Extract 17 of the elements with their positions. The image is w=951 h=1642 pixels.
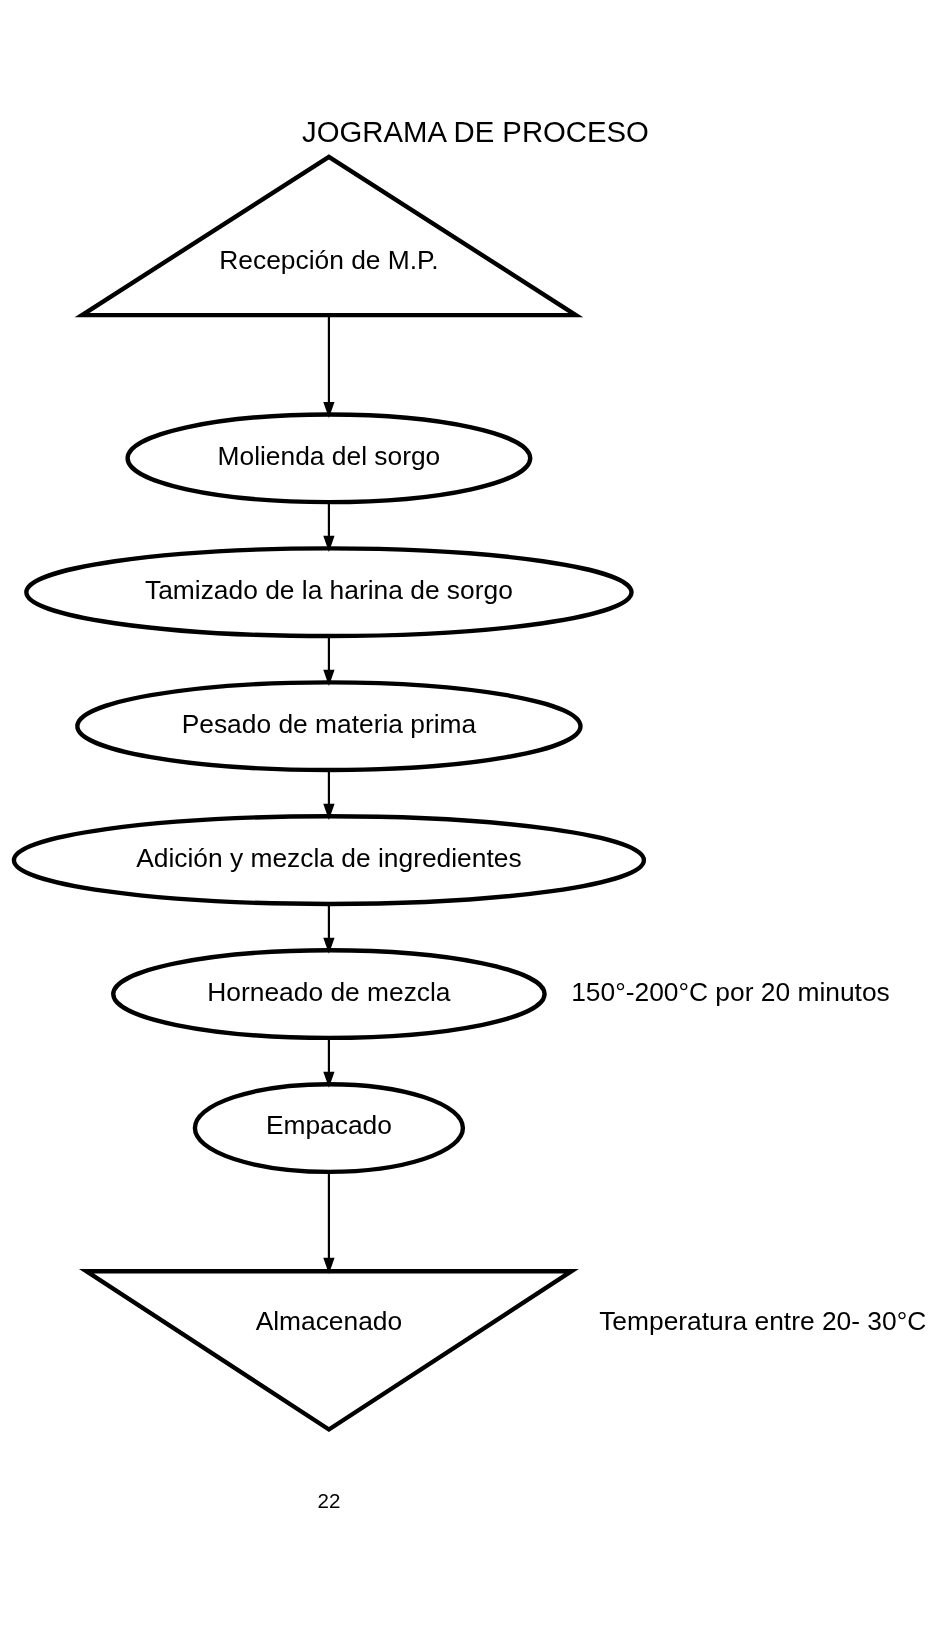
arrow: [323, 501, 335, 552]
label: 22: [317, 1489, 341, 1513]
arrow: [323, 1037, 335, 1088]
node-label: 150°-200°C por 20 minutos: [571, 976, 890, 1007]
arrow: [323, 635, 335, 686]
node-ellipse: Adición y mezcla de ingredientes: [11, 814, 647, 907]
node-ellipse: Horneado de mezcla: [111, 948, 547, 1041]
node-ellipse: Pesado de materia prima: [75, 680, 583, 773]
arrow: [323, 769, 335, 820]
arrow: [323, 315, 335, 419]
node-ellipse: Empacado: [192, 1082, 466, 1175]
node-ellipse: Tamizado de la harina de sorgo: [24, 546, 634, 639]
arrow: [323, 1171, 335, 1274]
diagram-title: JOGRAMA DE PROCESO: [302, 115, 649, 149]
node-ellipse: Molienda del sorgo: [125, 412, 533, 505]
node-label: Temperatura entre 20- 30°C: [599, 1306, 927, 1337]
arrow: [323, 903, 335, 954]
